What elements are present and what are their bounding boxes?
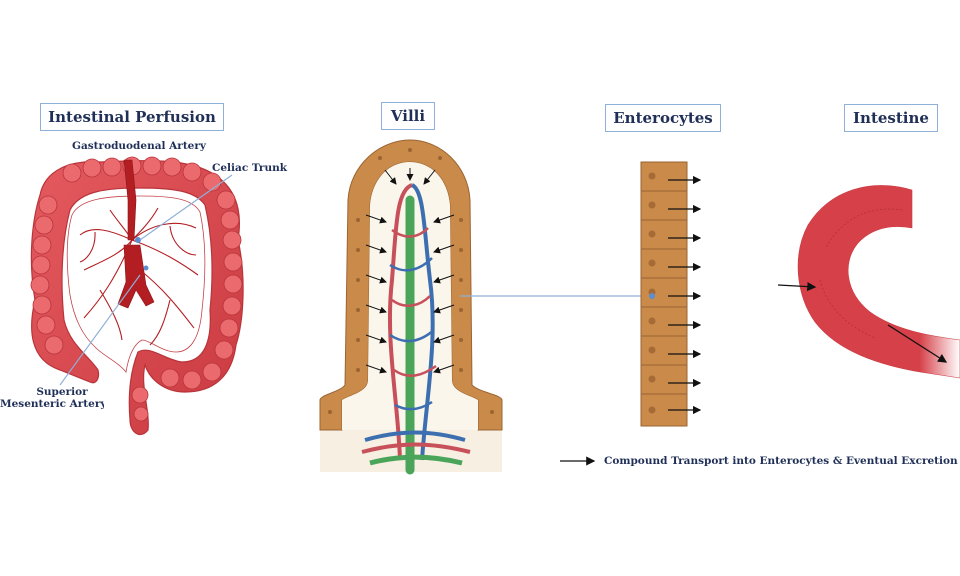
enterocyte-nuclei [648, 172, 656, 414]
label-sma-line2: Mesenteric Artery [0, 398, 104, 410]
villus-absorption-arrows [365, 168, 455, 374]
villus-illustration [319, 139, 503, 475]
base-vein [364, 430, 466, 442]
sma-pointer-line [59, 274, 141, 386]
sma-point [143, 265, 149, 271]
panel-title-villi: Villi [381, 102, 435, 130]
base-lacteal [369, 454, 463, 466]
legend-text: Compound Transport into Enterocytes & Ev… [604, 455, 958, 467]
venule [410, 183, 435, 461]
label-sma-line2-text: Mesenteric Artery [0, 398, 104, 410]
label-celiac-trunk: Celiac Trunk [212, 162, 287, 174]
celiac-point [135, 237, 141, 243]
colon-body [30, 160, 244, 435]
label-superior-mesenteric-artery: Superior Mesenteric Artery [0, 386, 104, 410]
intestine-segment [777, 185, 960, 379]
label-sma-line1: Superior [36, 386, 88, 398]
enterocyte-cell-borders [641, 190, 687, 395]
legend: Compound Transport into Enterocytes & Ev… [560, 452, 960, 470]
capillary-network [389, 227, 437, 411]
intestine-fold-lines [819, 208, 903, 339]
enterocyte-column [640, 161, 702, 427]
base-artery [361, 442, 471, 454]
intestine-curve [797, 185, 960, 379]
panel-title-enterocytes: Enterocytes [605, 104, 721, 132]
celiac-pointer-line [139, 174, 233, 241]
panel-title-intestine: Intestine [844, 104, 938, 132]
panel-title-perfusion: Intestinal Perfusion [40, 103, 224, 131]
arteriole [387, 183, 413, 461]
villus-cell-nuclei [328, 148, 494, 414]
label-gastroduodenal-artery: Gastroduodenal Artery [72, 140, 206, 152]
intestine-excretion-arrow [887, 324, 948, 363]
colon-haustra [30, 156, 243, 422]
enterocyte-transport-arrows [668, 175, 702, 415]
intestine-entry-arrow [777, 282, 817, 292]
